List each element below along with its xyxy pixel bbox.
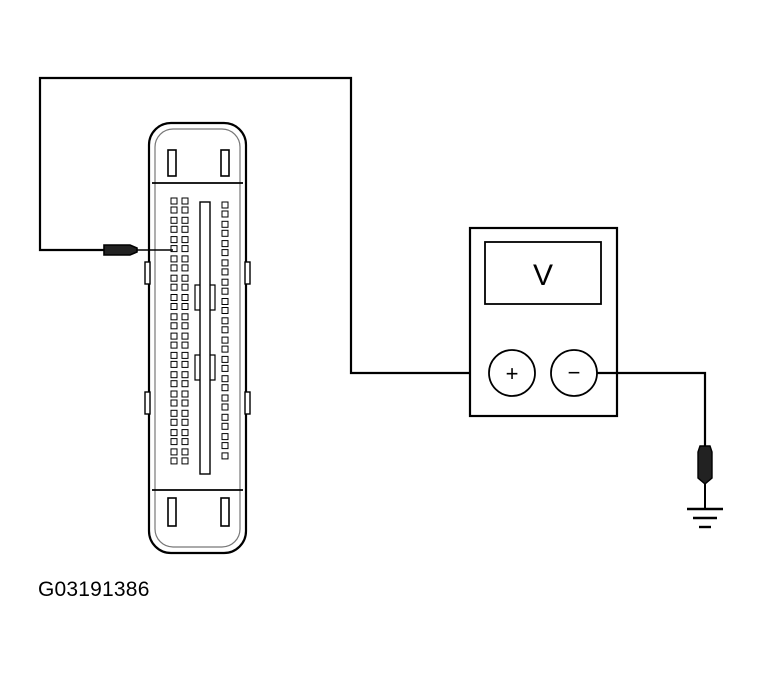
figure-code: G03191386 (38, 578, 150, 601)
pin-cavity (170, 303, 178, 310)
pin-cavity (170, 409, 178, 417)
pin-cavity (181, 457, 189, 465)
pin-cavity (170, 206, 178, 214)
voltmeter-icon (468, 226, 619, 418)
pin-cavity (221, 345, 229, 353)
ground-icon (687, 507, 723, 529)
pin-cavity (221, 317, 229, 325)
pin-cavity (221, 433, 229, 441)
pin-cavity (221, 394, 229, 402)
pin-cavity (181, 245, 189, 253)
pin-cavity (181, 303, 189, 310)
pin-cavity (170, 197, 178, 205)
pin-cavity (170, 236, 178, 244)
pin-cavity (170, 294, 178, 301)
pin-cavity (170, 380, 178, 388)
pin-cavity (181, 351, 189, 359)
pin-cavity (170, 225, 178, 233)
pin-cavity (170, 429, 178, 437)
pin-cavity (170, 457, 178, 465)
pin-cavity (170, 264, 178, 272)
connector-pin-cavities (170, 197, 229, 465)
pin-cavity (221, 452, 229, 460)
pin-cavity (181, 360, 189, 368)
pin-cavity (221, 229, 229, 237)
pin-cavity (181, 418, 189, 426)
positive-test-lead-wire (38, 76, 490, 375)
pin-cavity (181, 332, 189, 340)
pin-cavity (170, 332, 178, 340)
pin-cavity (221, 336, 229, 344)
pin-cavity (221, 326, 229, 334)
negative-test-lead-wire (597, 371, 707, 446)
pin-cavity (181, 313, 189, 321)
test-probe-icon (103, 244, 173, 256)
pin-cavity (221, 422, 229, 430)
pin-cavity (221, 278, 229, 286)
pin-cavity (181, 390, 189, 398)
pin-cavity (181, 341, 189, 349)
pin-cavity (221, 442, 229, 450)
pin-cavity (221, 307, 229, 314)
pin-cavity (181, 197, 189, 205)
pin-cavity (221, 355, 229, 363)
pin-cavity (170, 274, 178, 282)
pin-cavity (170, 255, 178, 263)
pin-cavity (170, 399, 178, 407)
pin-cavity (170, 341, 178, 349)
pin-cavity (221, 259, 229, 267)
pin-cavity (170, 313, 178, 321)
pin-cavity (170, 418, 178, 426)
pin-cavity (181, 274, 189, 282)
pin-cavity (181, 264, 189, 272)
pin-cavity (170, 245, 178, 253)
pin-cavity (221, 298, 229, 305)
pin-cavity (221, 249, 229, 257)
pin-cavity (181, 283, 189, 291)
pin-cavity (181, 322, 189, 330)
pin-cavity (181, 399, 189, 407)
pin-cavity (181, 448, 189, 456)
pin-cavity (181, 255, 189, 263)
pin-cavity (170, 322, 178, 330)
pin-cavity (181, 216, 189, 224)
pin-cavity (170, 438, 178, 446)
negative-terminal-symbol: − (568, 360, 581, 385)
pin-cavity (221, 201, 229, 209)
pin-cavity (170, 360, 178, 368)
pin-cavity (221, 287, 229, 295)
ground-probe-icon (697, 445, 713, 508)
pin-cavity (170, 351, 178, 359)
pin-cavity (221, 240, 229, 248)
pin-cavity (181, 294, 189, 301)
pin-cavity (221, 220, 229, 228)
pin-cavity (170, 371, 178, 379)
pin-cavity (221, 403, 229, 411)
pin-cavity (170, 216, 178, 224)
pin-cavity (181, 438, 189, 446)
pin-cavity (170, 448, 178, 456)
pin-cavity (170, 390, 178, 398)
pin-cavity (221, 364, 229, 372)
pin-cavity (181, 429, 189, 437)
connector-icon (144, 121, 251, 555)
positive-terminal-symbol: + (506, 361, 519, 386)
pin-cavity (221, 413, 229, 421)
pin-cavity (181, 236, 189, 244)
pin-cavity (181, 380, 189, 388)
pin-cavity (221, 375, 229, 383)
pin-cavity (221, 384, 229, 392)
pin-cavity (181, 206, 189, 214)
pin-cavity (170, 283, 178, 291)
voltmeter-display-symbol: V (533, 259, 553, 292)
pin-cavity (181, 371, 189, 379)
pin-cavity (181, 225, 189, 233)
pin-cavity (221, 210, 229, 218)
pin-cavity (181, 409, 189, 417)
pin-cavity (221, 268, 229, 276)
